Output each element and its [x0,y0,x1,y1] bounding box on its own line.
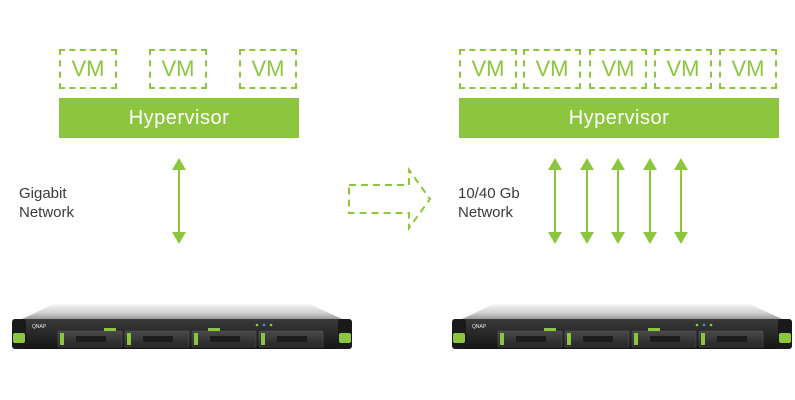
right-network-label-line-2: Network [458,204,514,221]
right-network-arrow-3 [611,158,625,244]
left-network-arrow [172,158,186,244]
dashed-arrow-right-icon [348,166,432,232]
right-hypervisor: Hypervisor [459,98,779,138]
left-network-label-line-1: Gigabit [19,185,67,202]
left-vm-2: VM [149,49,207,89]
right-network-label: 10/40 Gb Network [458,184,520,222]
right-rack-server-icon [451,303,793,350]
right-network-arrow-2 [580,158,594,244]
left-network-label-line-2: Network [19,204,75,221]
left-rack-server-icon [11,303,353,350]
left-network-label: Gigabit Network [19,184,74,222]
right-vm-1: VM [459,49,517,89]
right-vm-2: VM [523,49,581,89]
right-vm-3: VM [589,49,647,89]
right-network-arrow-4 [643,158,657,244]
left-hypervisor: Hypervisor [59,98,299,138]
right-network-arrows [548,158,688,244]
left-vm-1: VM [59,49,117,89]
left-vm-3: VM [239,49,297,89]
right-network-arrow-5 [674,158,688,244]
right-network-arrow-1 [548,158,562,244]
right-vm-5: VM [719,49,777,89]
right-vm-4: VM [654,49,712,89]
right-network-label-line-1: 10/40 Gb [458,185,520,202]
